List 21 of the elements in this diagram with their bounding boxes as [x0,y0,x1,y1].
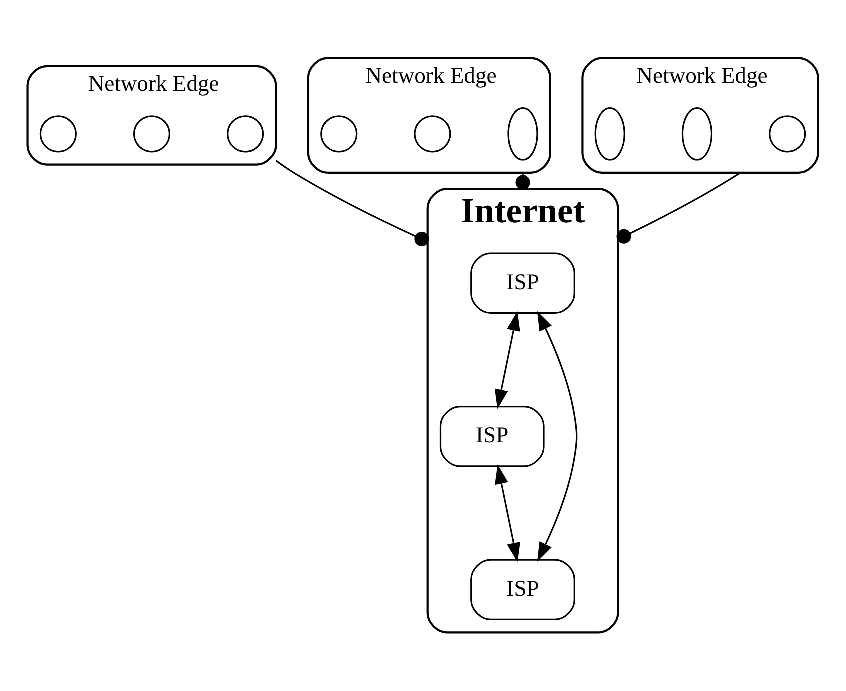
node-ellipse [508,108,538,161]
connector [616,172,742,244]
node-box: ISP [440,406,545,468]
cluster: Network Edge [307,57,552,174]
node-ellipse [682,108,713,161]
arrow [495,464,520,562]
cluster: Network Edge [26,65,278,166]
arrow [537,311,578,562]
node-circle [40,116,77,153]
cluster: Network Edge [582,57,820,174]
node-circle [414,116,452,153]
node-box: ISP [470,252,576,314]
node-circle [320,116,358,153]
connector [516,172,530,190]
node-circle [227,116,264,153]
node-ellipse [594,108,626,161]
node-circle [769,116,806,153]
arrow [494,312,520,410]
connector [276,160,430,247]
node-box: ISP [470,559,576,621]
node-circle [133,116,171,153]
